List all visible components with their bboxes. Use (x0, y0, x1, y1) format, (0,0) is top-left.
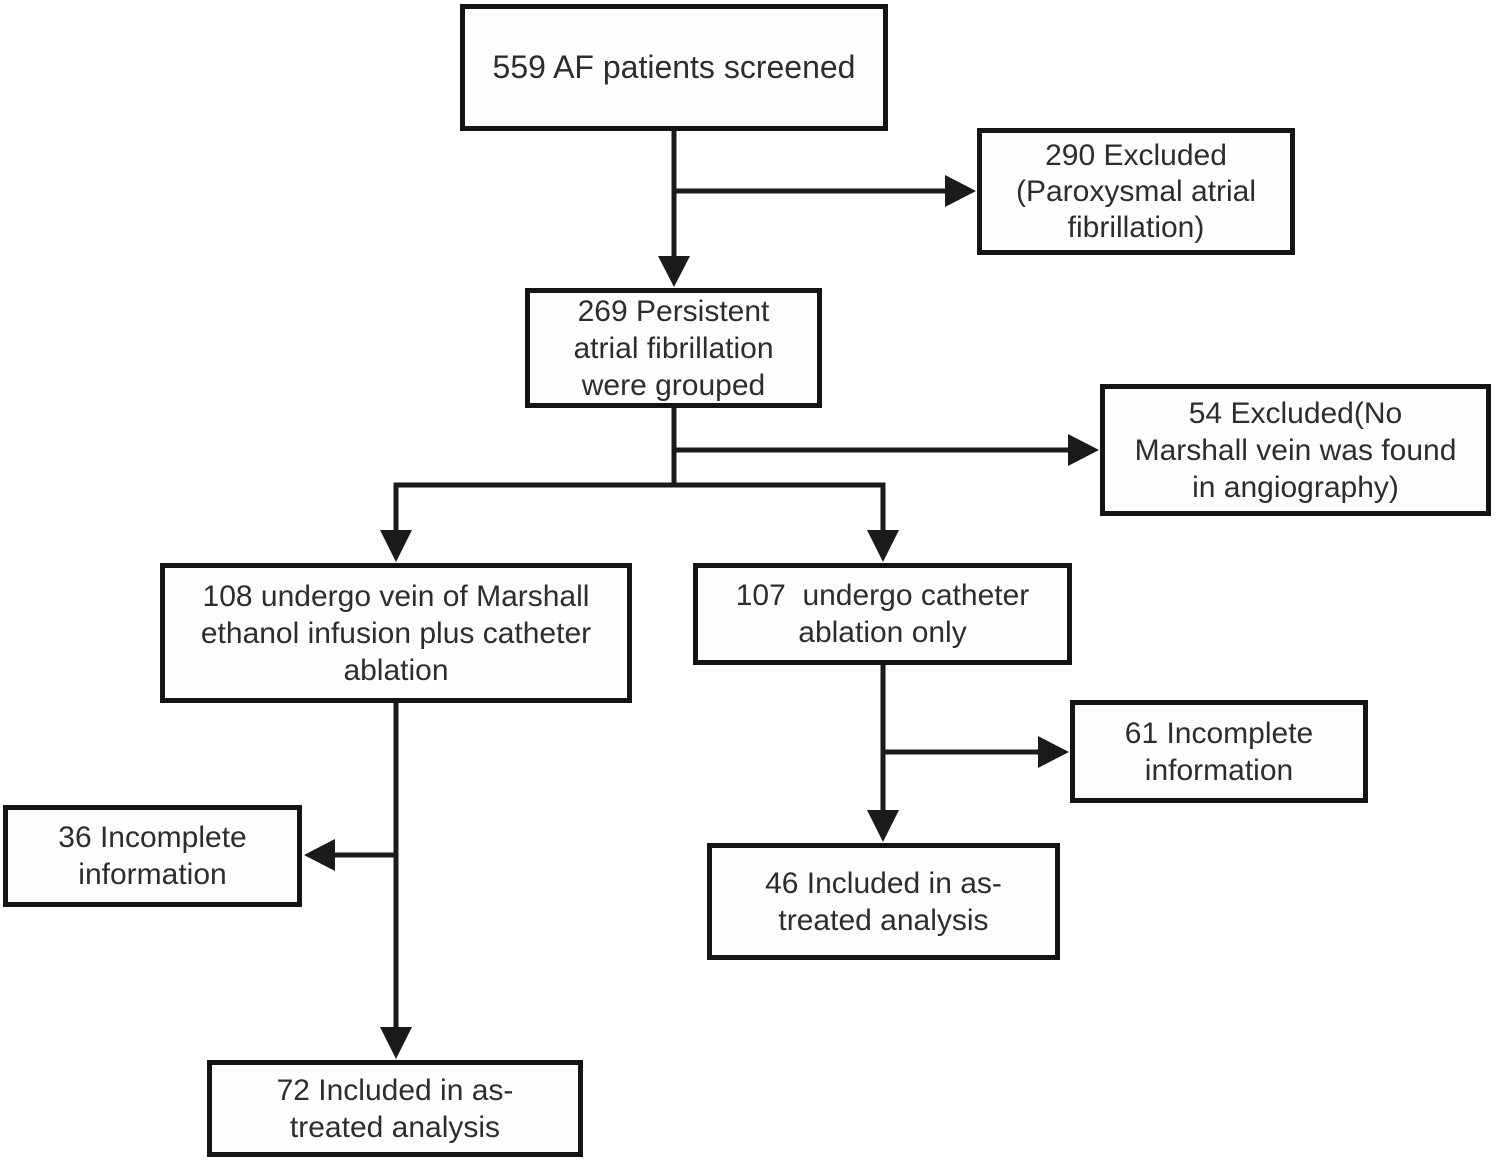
node-marshall-ethanol-infusion-group-108: 108 undergo vein of Marshall ethanol inf… (160, 563, 632, 703)
arrowhead-down-included72 (380, 1027, 412, 1059)
arrowhead-right-excluded290 (945, 175, 976, 207)
node-excluded-paroxysmal-290: 290 Excluded (Paroxysmal atrial fibrilla… (977, 128, 1295, 255)
arrowhead-down-persistent (658, 256, 690, 287)
arrowhead-right-incomplete61 (1038, 736, 1069, 768)
arrowhead-right-excluded54 (1068, 434, 1099, 466)
node-incomplete-information-36: 36 Incomplete information (3, 805, 302, 907)
arrowhead-down-vom (380, 530, 412, 562)
node-included-as-treated-46: 46 Included in as- treated analysis (707, 843, 1060, 960)
node-catheter-ablation-only-group-107: 107 undergo catheter ablation only (693, 563, 1072, 665)
node-included-as-treated-72: 72 Included in as- treated analysis (207, 1060, 583, 1157)
node-persistent-af-grouped-269: 269 Persistent atrial fibrillation were … (525, 288, 822, 408)
arrowhead-down-catheter (867, 530, 899, 562)
arrowhead-left-incomplete36 (304, 839, 335, 871)
node-excluded-no-marshall-vein-54: 54 Excluded(No Marshall vein was found i… (1100, 384, 1491, 516)
node-incomplete-information-61: 61 Incomplete information (1070, 700, 1368, 803)
node-af-patients-screened: 559 AF patients screened (460, 4, 888, 131)
arrowhead-down-included46 (867, 810, 899, 842)
